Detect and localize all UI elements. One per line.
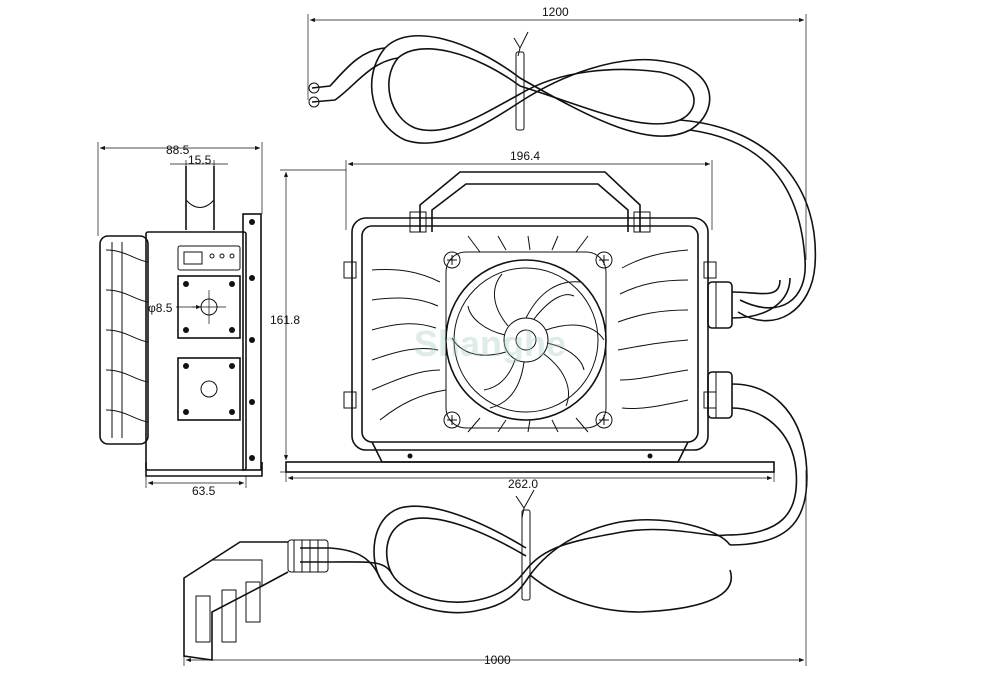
front-view bbox=[285, 171, 808, 546]
dim-63-5-label: 63.5 bbox=[192, 484, 216, 498]
dim-1200-label: 1200 bbox=[542, 5, 569, 19]
watermark-text: Shanghe bbox=[414, 323, 566, 364]
side-view bbox=[99, 166, 263, 477]
dim-1000: 1000 bbox=[183, 470, 807, 667]
dim-262-0: 262.0 bbox=[285, 472, 775, 491]
dim-161-8: 161.8 bbox=[270, 169, 346, 473]
dim-phi-8-5-label: φ8.5 bbox=[148, 301, 173, 315]
dim-1000-label: 1000 bbox=[484, 653, 511, 667]
dim-262-0-label: 262.0 bbox=[508, 477, 538, 491]
dim-1200: 1200 bbox=[307, 5, 807, 260]
dim-15-5-label: 15.5 bbox=[188, 153, 212, 167]
output-connectors bbox=[707, 281, 733, 419]
dim-88-5-label: 88.5 bbox=[166, 143, 190, 157]
fan bbox=[443, 251, 613, 429]
dim-88-5: 88.5 bbox=[97, 142, 263, 236]
dim-63-5: 63.5 bbox=[145, 476, 247, 498]
dim-phi-8-5: φ8.5 bbox=[148, 301, 201, 315]
fin-grille bbox=[371, 235, 689, 433]
dim-196-4: 196.4 bbox=[345, 149, 713, 230]
bottom-cable bbox=[183, 489, 733, 661]
dim-196-4-label: 196.4 bbox=[510, 149, 540, 163]
dim-15-5: 15.5 bbox=[170, 153, 228, 170]
dim-161-8-label: 161.8 bbox=[270, 313, 300, 327]
top-cable bbox=[308, 31, 817, 322]
